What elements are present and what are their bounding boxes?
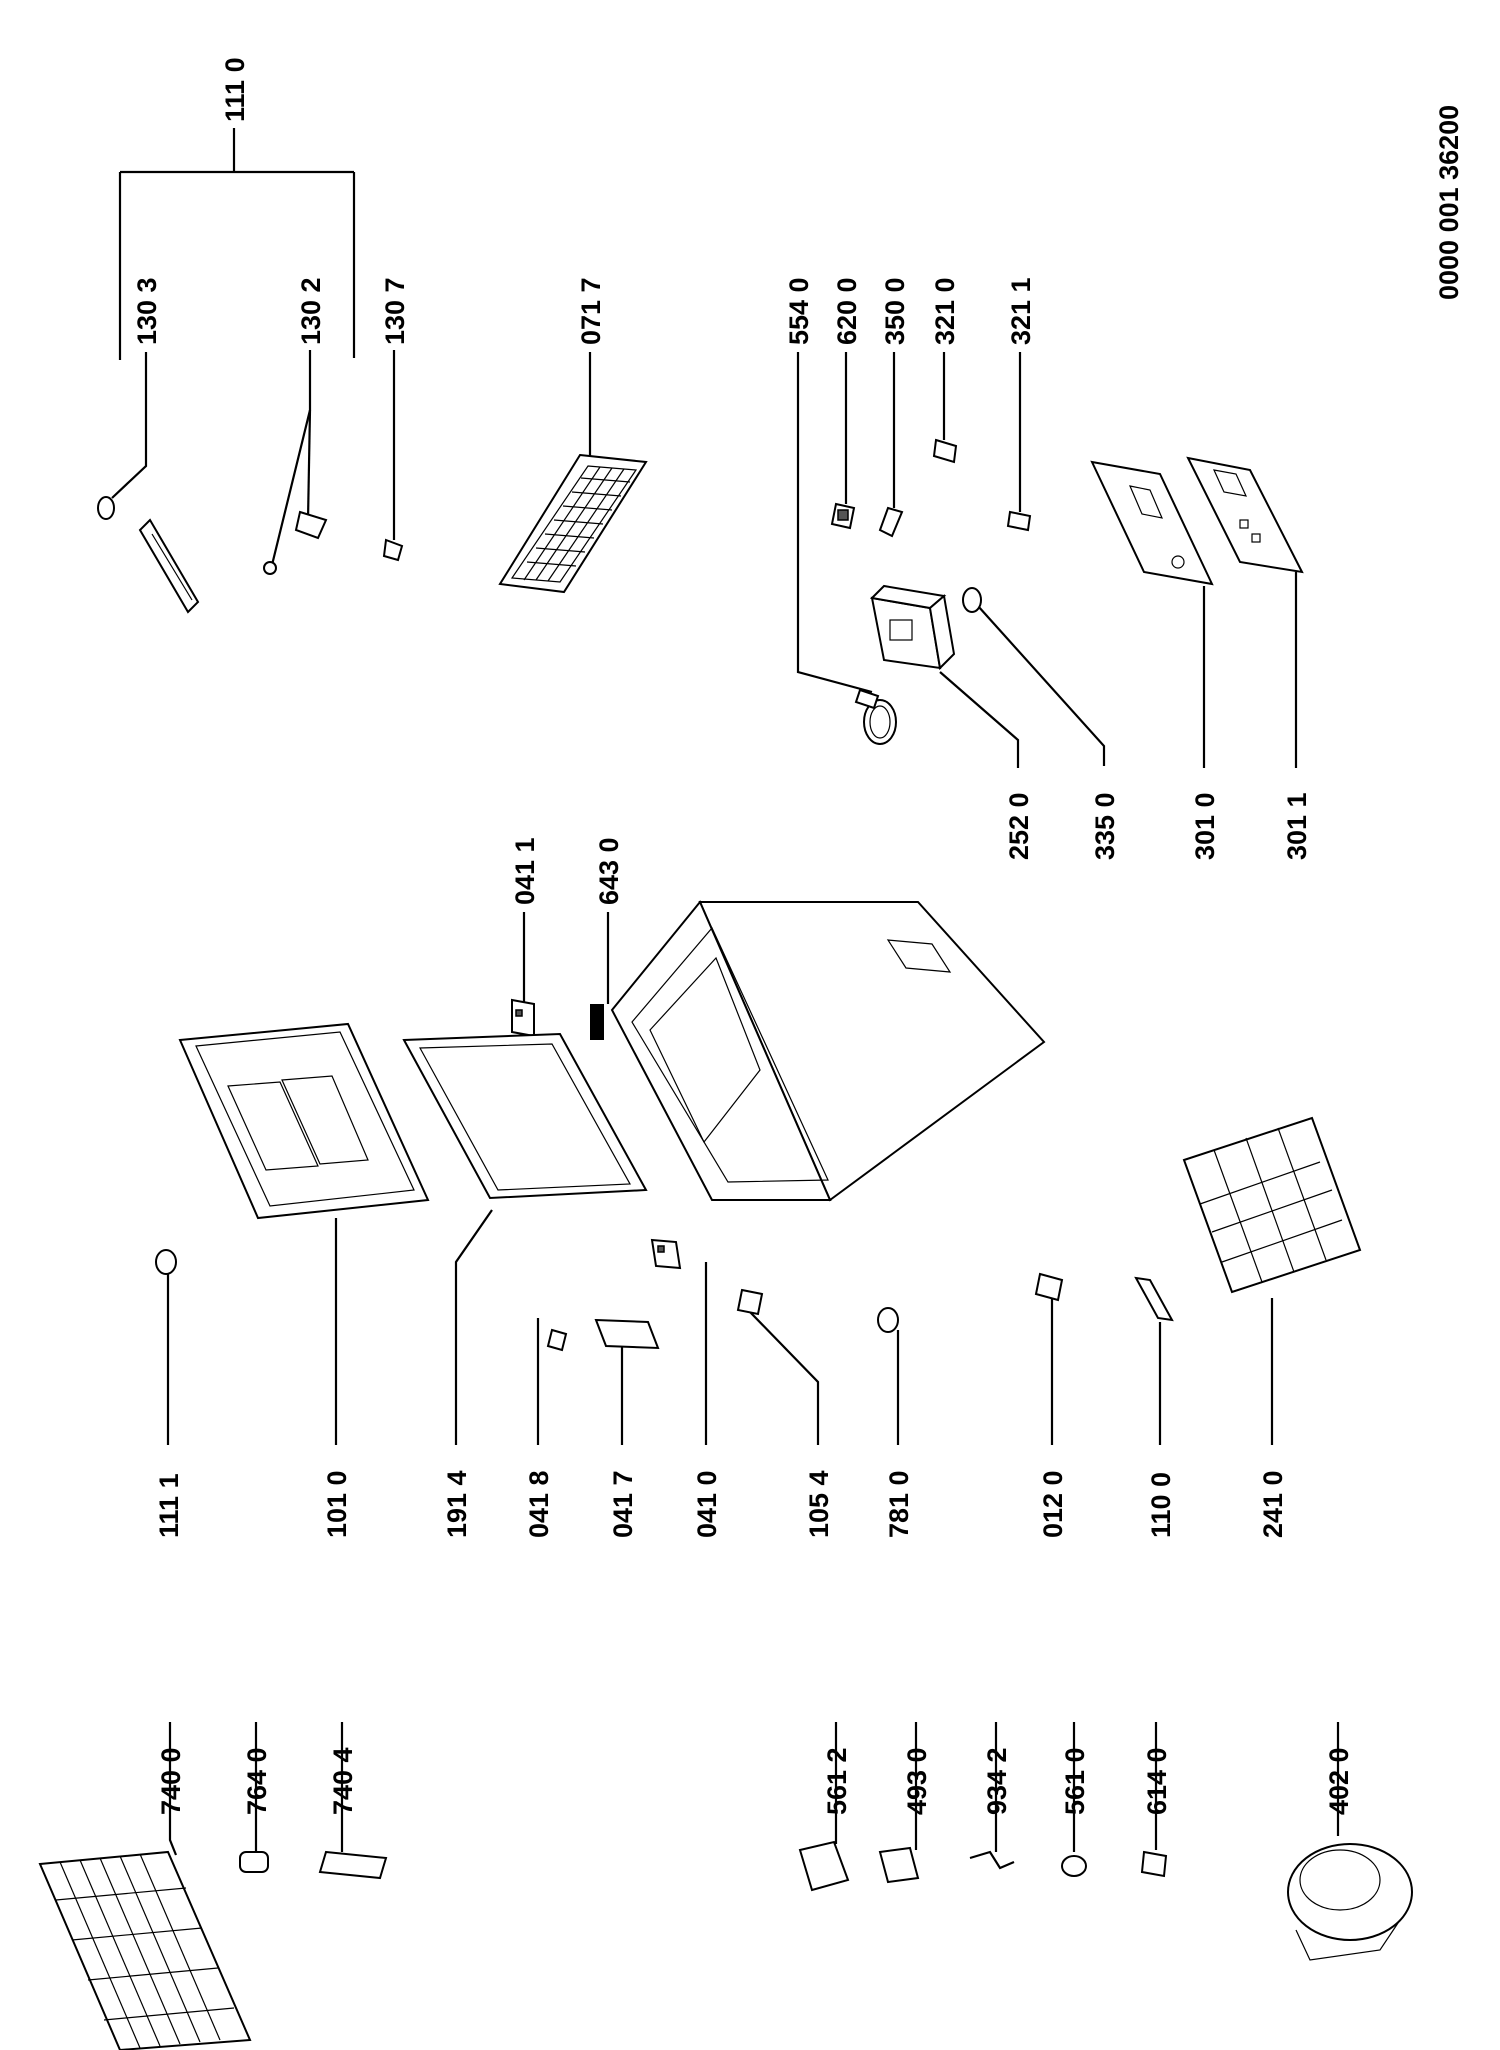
part-561-2: [798, 1840, 850, 1892]
part-301-1: [1186, 456, 1304, 574]
part-301-0: [1090, 460, 1214, 586]
label-101-0: 101 0: [322, 1470, 352, 1538]
part-130-7: [382, 538, 404, 562]
label-071-7: 071 7: [576, 277, 606, 345]
part-110-0: [1134, 1276, 1174, 1322]
label-301-0: 301 0: [1190, 792, 1220, 860]
label-252-0: 252 0: [1004, 792, 1034, 860]
part-041-1: [511, 998, 535, 1038]
label-335-0: 335 0: [1090, 792, 1120, 860]
part-041-8: [546, 1328, 568, 1352]
leader-lines: [111, 128, 1340, 1856]
label-105-4: 105 4: [804, 1470, 834, 1538]
label-012-0: 012 0: [1038, 1470, 1068, 1538]
label-350-0: 350 0: [880, 277, 910, 345]
label-041-7: 041 7: [608, 1470, 638, 1538]
label-130-7: 130 7: [380, 277, 410, 345]
label-111-0: 111 0: [220, 57, 250, 122]
label-321-0: 321 0: [930, 277, 960, 345]
part-071-7: [498, 453, 648, 594]
part-643-0: [590, 1004, 604, 1040]
label-620-0: 620 0: [832, 277, 862, 345]
part-740-4: [318, 1850, 388, 1880]
part-402-0: [1287, 1843, 1413, 1961]
label-110-0: 110 0: [1146, 1472, 1176, 1538]
part-130-2: [263, 510, 328, 575]
part-620-0: [830, 502, 856, 530]
part-740-0: [38, 1850, 252, 2050]
part-321-0: [932, 438, 958, 464]
part-614-0: [1140, 1850, 1168, 1878]
part-105-4: [736, 1288, 764, 1316]
label-041-1: 041 1: [510, 837, 540, 905]
label-130-2: 130 2: [296, 277, 326, 345]
label-643-0: 643 0: [594, 837, 624, 905]
part-934-2: [969, 1850, 1015, 1870]
part-252-0: [869, 584, 956, 671]
label-130-3: 130 3: [132, 277, 162, 345]
label-111-1: 111 1: [154, 1473, 184, 1538]
label-554-0: 554 0: [784, 277, 814, 345]
label-041-0: 041 0: [692, 1470, 722, 1538]
part-041-7: [594, 1318, 660, 1350]
part-764-0: [239, 1851, 269, 1873]
part-335-0: [962, 587, 982, 613]
part-321-1: [1006, 510, 1032, 532]
part-012-0: [1034, 1272, 1064, 1302]
part-101-0: [178, 1022, 430, 1220]
label-191-4: 191 4: [442, 1470, 472, 1538]
part-241-0: [1182, 1116, 1362, 1294]
label-321-1: 321 1: [1006, 277, 1036, 345]
part-130-3: [97, 496, 200, 614]
part-041-0: [650, 1238, 682, 1270]
part-554-0: [854, 688, 897, 745]
label-781-0: 781 0: [884, 1470, 914, 1538]
label-241-0: 241 0: [1258, 1470, 1288, 1538]
part-493-0: [878, 1846, 920, 1884]
part-561-0: [1061, 1855, 1087, 1877]
cabinet-body: [610, 900, 1046, 1202]
part-350-0: [878, 506, 904, 538]
document-code: 0000 001 36200: [1434, 105, 1464, 300]
part-111-1: [155, 1249, 177, 1275]
label-301-1: 301 1: [1282, 792, 1312, 860]
part-drawings: [38, 438, 1413, 2050]
part-191-4: [402, 1032, 648, 1200]
part-781-0: [877, 1307, 899, 1333]
label-041-8: 041 8: [524, 1470, 554, 1538]
